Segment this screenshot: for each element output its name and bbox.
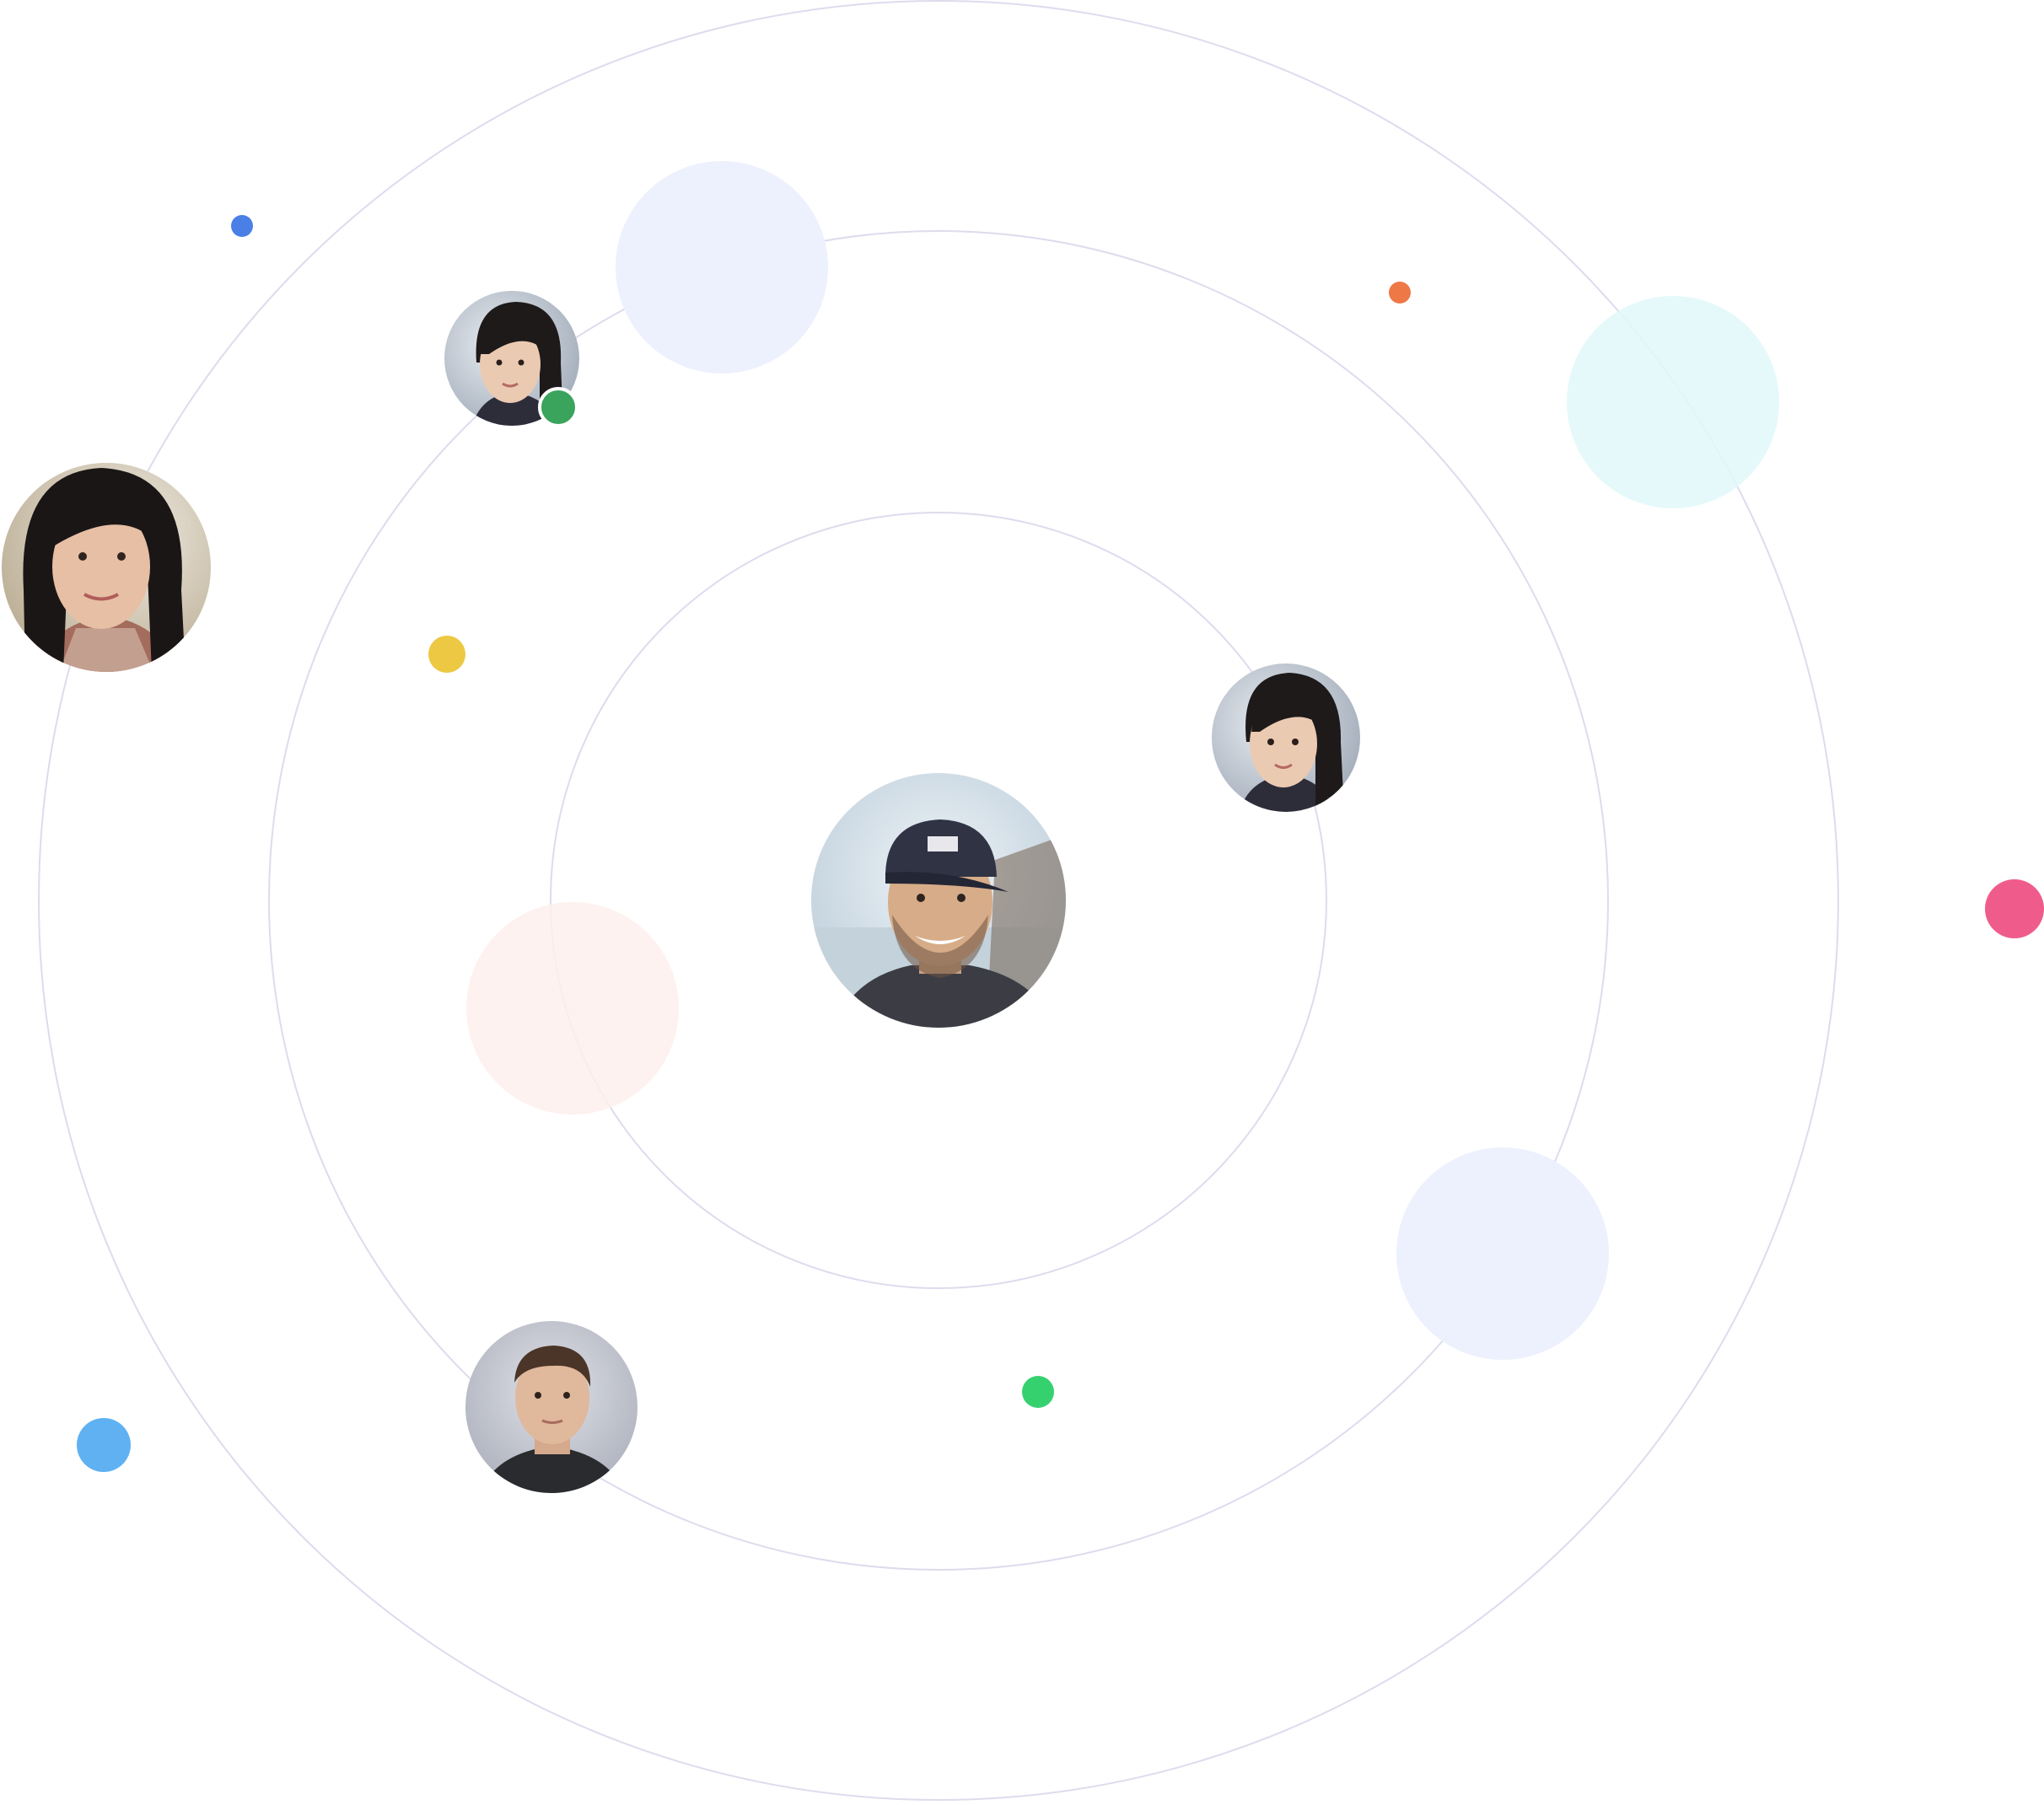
- online-status-dot: [538, 387, 578, 427]
- orbits: [38, 0, 1839, 1801]
- dot-green: [1022, 1376, 1054, 1408]
- halo-lavender-bottom: [1396, 1147, 1609, 1360]
- avatar-woman-top[interactable]: [444, 291, 579, 427]
- dot-blue: [231, 215, 253, 237]
- halo-lavender-top: [616, 161, 828, 373]
- orbit-middle: [268, 230, 1609, 1571]
- avatar-woman-right[interactable]: [1212, 663, 1360, 812]
- avatar-man-bottom[interactable]: [465, 1321, 637, 1493]
- orbit-outer: [38, 0, 1839, 1801]
- halo-peach-left: [466, 902, 679, 1115]
- dot-orange: [1389, 282, 1411, 304]
- avatar-woman-left[interactable]: [2, 463, 211, 672]
- halos: [466, 161, 1779, 1360]
- orbit-inner: [550, 512, 1327, 1289]
- avatar-center-man-cap[interactable]: [811, 773, 1066, 1029]
- dot-pink: [1985, 879, 2044, 938]
- dots: [77, 215, 2044, 1472]
- dot-yellow: [428, 636, 465, 673]
- dot-light-blue: [77, 1418, 131, 1472]
- halo-cyan-right: [1567, 296, 1779, 508]
